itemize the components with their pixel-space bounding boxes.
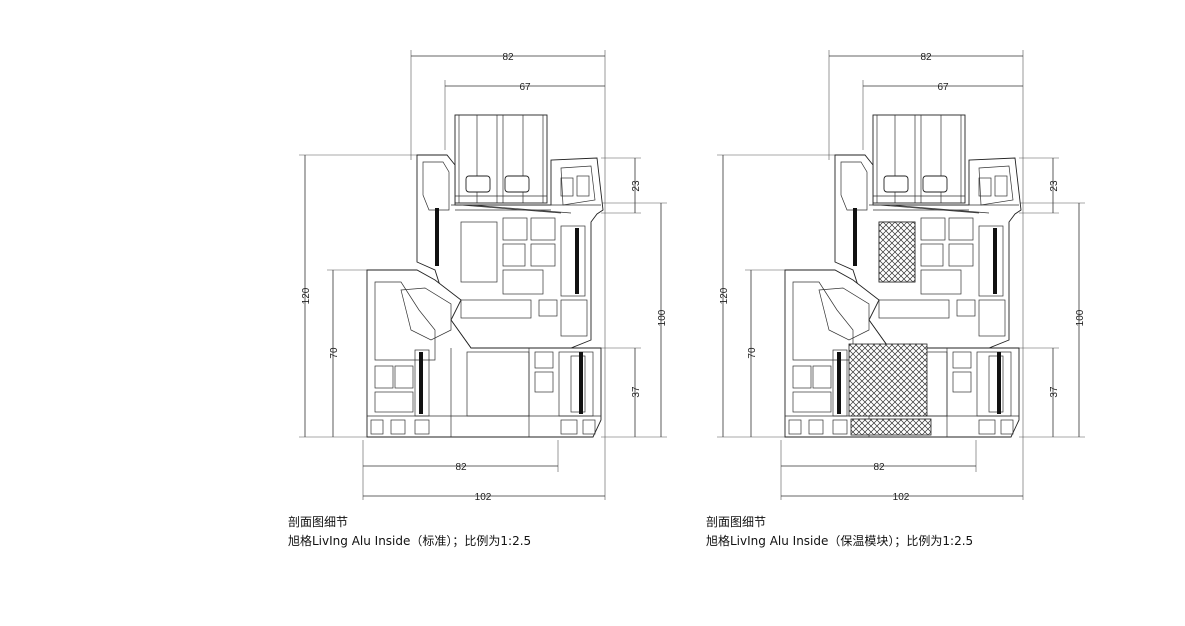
- caption-subtitle: 旭格LivIng Alu Inside（标准）；比例为1:2.5: [288, 534, 532, 548]
- insulation-module-sash: [878, 221, 916, 283]
- dim-bottom-inner: 82: [873, 462, 885, 473]
- dim-top-outer: 82: [502, 52, 514, 63]
- caption-insulation: 剖面图细节 旭格LivIng Alu Inside（保温模块）；比例为1:2.5: [706, 513, 973, 551]
- caption-subtitle: 旭格LivIng Alu Inside（保温模块）；比例为1:2.5: [706, 534, 974, 548]
- dim-left-total: 120: [719, 287, 730, 304]
- dim-right-lower: 37: [1049, 386, 1060, 398]
- dim-right-lower: 37: [631, 386, 642, 398]
- caption-standard: 剖面图细节 旭格LivIng Alu Inside（标准）；比例为1:2.5: [288, 513, 531, 551]
- caption-title: 剖面图细节: [706, 515, 767, 529]
- dim-right-small: 23: [631, 180, 642, 192]
- dimension-labels-insulation: 82 67 23 100 37 120 70 82 102: [719, 52, 1086, 503]
- dimension-labels-standard: 82 67 23 100 37 120 70 82 102: [301, 52, 668, 503]
- dim-left-inner: 70: [747, 347, 758, 359]
- drawing-insulation: [716, 49, 1086, 501]
- insulation-module-base: [850, 418, 932, 436]
- dim-top-outer: 82: [920, 52, 932, 63]
- dim-right-total: 100: [1075, 309, 1086, 326]
- dim-bottom-inner: 82: [455, 462, 467, 473]
- drawing-standard: [298, 49, 668, 501]
- dim-left-inner: 70: [329, 347, 340, 359]
- caption-title: 剖面图细节: [288, 515, 349, 529]
- dim-right-small: 23: [1049, 180, 1060, 192]
- dim-top-inner: 67: [519, 82, 531, 93]
- dim-bottom-outer: 102: [475, 492, 492, 503]
- dim-top-inner: 67: [937, 82, 949, 93]
- dim-right-total: 100: [657, 309, 668, 326]
- dim-left-total: 120: [301, 287, 312, 304]
- insulation-module-frame: [848, 343, 928, 417]
- dim-bottom-outer: 102: [893, 492, 910, 503]
